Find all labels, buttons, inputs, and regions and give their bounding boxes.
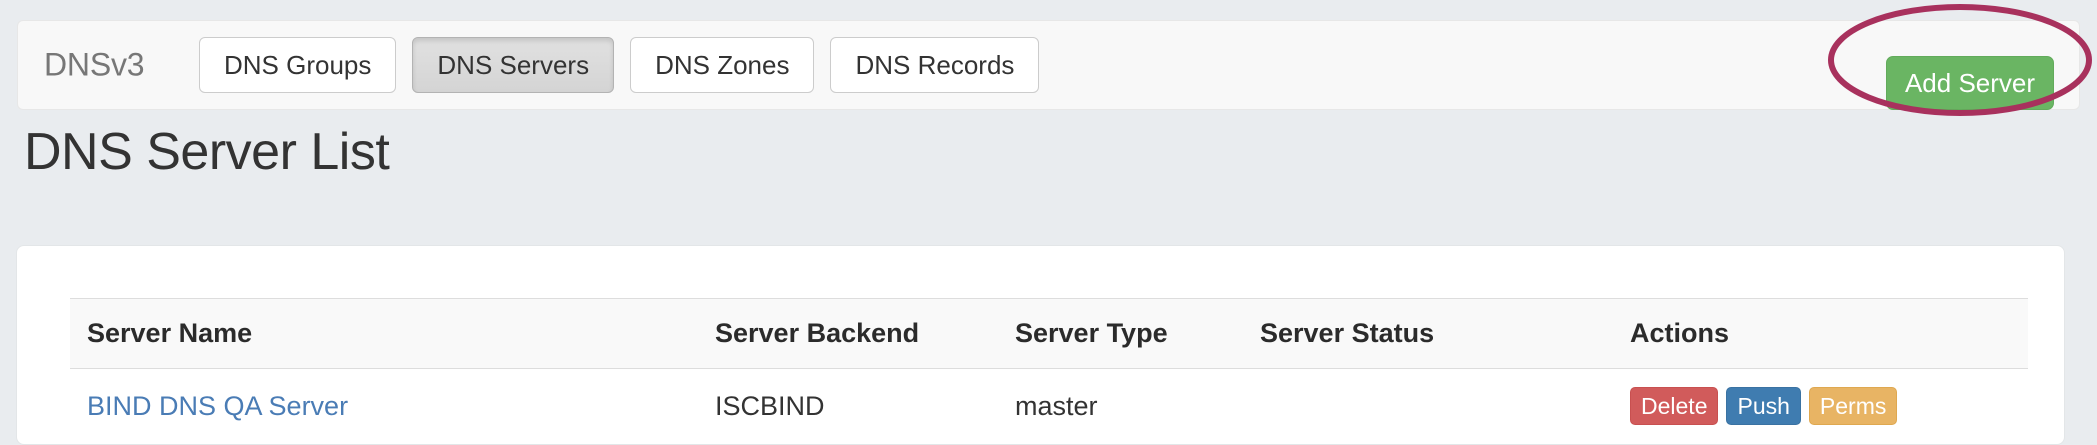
nav-tab-list: DNS Groups DNS Servers DNS Zones DNS Rec… xyxy=(199,37,1040,93)
perms-button[interactable]: Perms xyxy=(1808,387,1898,425)
row-action-group: Delete Push Perms xyxy=(1630,387,2028,425)
add-server-button[interactable]: Add Server xyxy=(1886,56,2054,110)
column-header-actions: Actions xyxy=(1630,298,2028,369)
dns-server-table: Server Name Server Backend Server Type S… xyxy=(70,298,2028,443)
cell-server-name: BIND DNS QA Server xyxy=(70,369,715,444)
delete-button[interactable]: Delete xyxy=(1630,387,1719,425)
nav-tab-dns-zones[interactable]: DNS Zones xyxy=(630,37,815,93)
cell-server-backend: ISCBIND xyxy=(715,390,825,421)
server-name-link[interactable]: BIND DNS QA Server xyxy=(87,390,349,421)
table-header: Server Name Server Backend Server Type S… xyxy=(70,298,2028,369)
push-button[interactable]: Push xyxy=(1726,387,1801,425)
cell-server-status xyxy=(1260,369,1630,444)
nav-tab-dns-groups[interactable]: DNS Groups xyxy=(199,37,397,93)
content-card: Server Name Server Backend Server Type S… xyxy=(16,245,2065,445)
table-row: BIND DNS QA Server ISCBIND master Delete… xyxy=(70,369,2028,444)
nav-tab-dns-servers[interactable]: DNS Servers xyxy=(412,37,615,93)
brand-logo: DNSv3 xyxy=(44,46,145,83)
column-header-server-type: Server Type xyxy=(1015,298,1260,369)
navbar: DNSv3 DNS Groups DNS Servers DNS Zones D… xyxy=(17,20,2080,110)
table-body: BIND DNS QA Server ISCBIND master Delete… xyxy=(70,369,2028,444)
column-header-server-name: Server Name xyxy=(70,298,715,369)
nav-tab-dns-records[interactable]: DNS Records xyxy=(830,37,1040,93)
column-header-server-status: Server Status xyxy=(1260,298,1630,369)
column-header-server-backend: Server Backend xyxy=(715,298,1015,369)
cell-actions: Delete Push Perms xyxy=(1630,369,2028,444)
table-header-row: Server Name Server Backend Server Type S… xyxy=(70,298,2028,369)
cell-server-type: master xyxy=(1015,390,1098,421)
page-title: DNS Server List xyxy=(24,123,390,181)
